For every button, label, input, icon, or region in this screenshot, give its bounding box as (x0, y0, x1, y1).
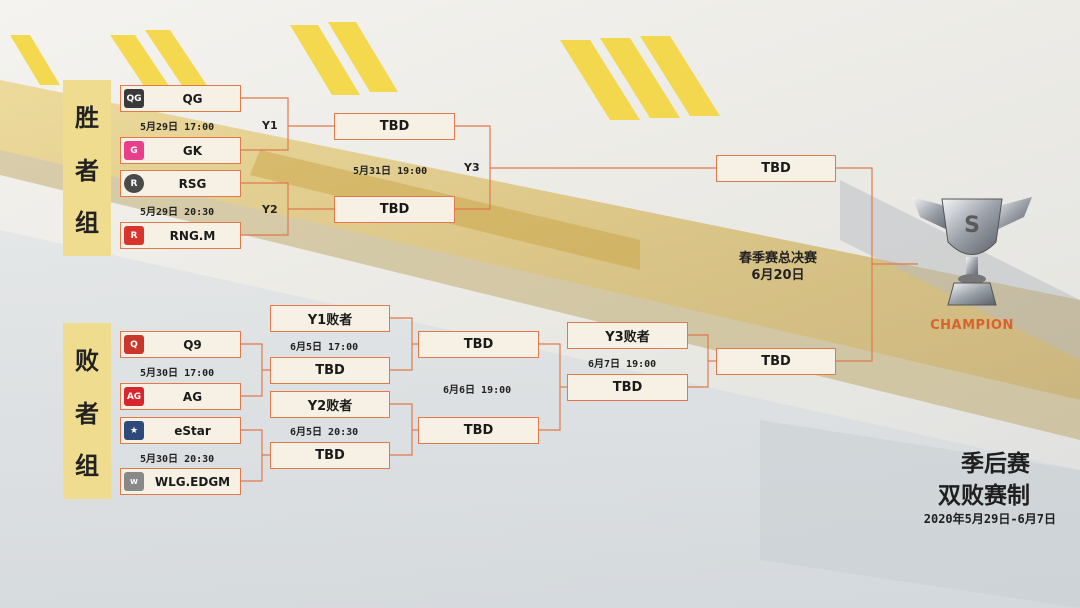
event-format: 双败赛制 (938, 483, 1030, 509)
losers-r2-slot[interactable]: TBD (418, 331, 539, 358)
q9-logo-icon: Q (124, 335, 144, 354)
winners-group-label: 胜 者 组 (63, 80, 111, 256)
grand-final-winners-slot[interactable]: TBD (716, 155, 836, 182)
team-name: QG (182, 91, 203, 106)
team-slot-ag[interactable]: AG AG (120, 383, 241, 410)
team-slot-qg[interactable]: QG QG (120, 85, 241, 112)
team-slot-rngm[interactable]: R RNG.M (120, 222, 241, 249)
losers-r1-slot[interactable]: TBD (270, 442, 390, 469)
round-label-y1: Y1 (262, 119, 278, 132)
event-title: 季后赛 (961, 451, 1030, 477)
team-slot-gk[interactable]: G GK (120, 137, 241, 164)
losers-group-label: 败 者 组 (63, 323, 111, 499)
rngm-logo-icon: R (124, 226, 144, 245)
team-name: Q9 (183, 337, 202, 352)
losers-group-char: 组 (75, 452, 99, 481)
team-slot-wlgedgm[interactable]: W WLG.EDGM (120, 468, 241, 495)
team-slot-rsg[interactable]: R RSG (120, 170, 241, 197)
losers-r3-slot[interactable]: TBD (567, 374, 688, 401)
winners-group-char: 组 (75, 209, 99, 238)
estar-logo-icon: ★ (124, 421, 144, 440)
match-time: 6月5日 20:30 (290, 427, 359, 438)
match-time: 6月5日 17:00 (290, 342, 359, 353)
match-time: 5月31日 19:00 (353, 166, 428, 177)
loser-drop-slot[interactable]: Y3败者 (567, 322, 688, 349)
team-name: eStar (174, 423, 211, 438)
winners-group-char: 胜 (75, 103, 99, 132)
team-slot-estar[interactable]: ★ eStar (120, 417, 241, 444)
match-time: 5月29日 17:00 (140, 122, 215, 133)
wlgedgm-logo-icon: W (124, 472, 144, 491)
ag-logo-icon: AG (124, 387, 144, 406)
loser-drop-slot[interactable]: Y1败者 (270, 305, 390, 332)
match-time: 6月7日 19:00 (588, 359, 657, 370)
losers-r1-slot[interactable]: TBD (270, 357, 390, 384)
qg-logo-icon: QG (124, 89, 144, 108)
event-dates: 2020年5月29日-6月7日 (923, 512, 1056, 526)
match-time: 5月29日 20:30 (140, 207, 215, 218)
losers-group-char: 者 (75, 399, 99, 428)
gk-logo-icon: G (124, 141, 144, 160)
winners-group-char: 者 (75, 156, 99, 185)
round-label-y2: Y2 (262, 203, 278, 216)
winners-semifinal-slot[interactable]: TBD (334, 196, 455, 223)
trophy-icon: S (912, 197, 1032, 306)
team-name: GK (182, 143, 203, 158)
team-slot-q9[interactable]: Q Q9 (120, 331, 241, 358)
team-name: RSG (178, 176, 207, 191)
team-name: WLG.EDGM (154, 474, 231, 489)
champion-label: CHAMPION (930, 318, 1014, 333)
team-name: AG (182, 389, 203, 404)
rsg-logo-icon: R (124, 174, 144, 193)
losers-r2-slot[interactable]: TBD (418, 417, 539, 444)
svg-text:S: S (964, 213, 980, 238)
team-name: RNG.M (169, 228, 216, 243)
grand-final-date: 6月20日 (751, 268, 805, 283)
match-time: 5月30日 20:30 (140, 454, 215, 465)
grand-final-title: 春季赛总决赛 (738, 251, 817, 266)
match-time: 6月6日 19:00 (443, 385, 512, 396)
grand-final-losers-slot[interactable]: TBD (716, 348, 836, 375)
winners-semifinal-slot[interactable]: TBD (334, 113, 455, 140)
losers-group-char: 败 (75, 346, 99, 375)
match-time: 5月30日 17:00 (140, 368, 215, 379)
round-label-y3: Y3 (464, 161, 480, 174)
loser-drop-slot[interactable]: Y2败者 (270, 391, 390, 418)
